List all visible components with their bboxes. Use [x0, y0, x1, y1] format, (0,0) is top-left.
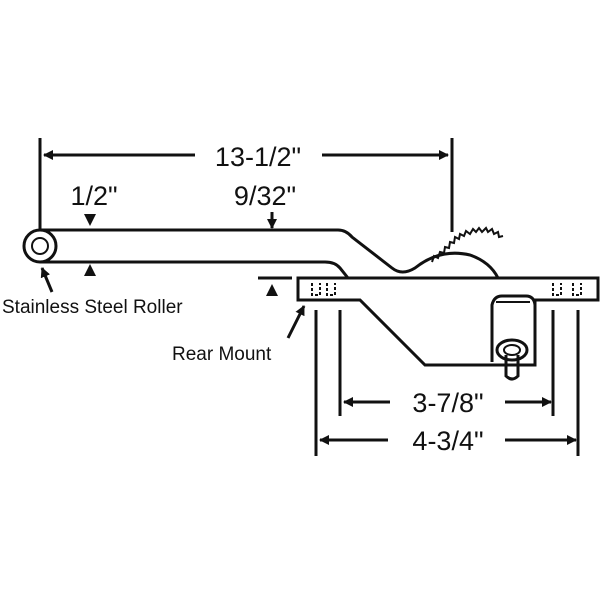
screw-icon — [504, 355, 520, 381]
offset-dimension: 9/32" — [234, 181, 296, 296]
base-plate — [296, 276, 600, 381]
mount-extension-lines — [314, 310, 580, 456]
hole-spacing-label: 3-7/8" — [412, 388, 483, 418]
roller-callout: Stainless Steel Roller — [2, 267, 183, 318]
base-length-label: 4-3/4" — [412, 426, 483, 456]
arm-width-dimension: 1/2" — [70, 181, 118, 276]
hole-spacing-dimension: 3-7/8" — [343, 388, 552, 418]
base-length-dimension: 4-3/4" — [319, 426, 577, 456]
rear-mount-label: Rear Mount — [172, 344, 272, 365]
arm-width-label: 1/2" — [70, 181, 117, 211]
overall-length-dimension: 13-1/2" — [38, 138, 454, 232]
roller-icon — [22, 228, 58, 264]
offset-label: 9/32" — [234, 181, 296, 211]
operator-arm — [22, 226, 504, 279]
rear-mount-callout: Rear Mount — [172, 305, 306, 365]
overall-length-label: 13-1/2" — [215, 142, 301, 172]
roller-label: Stainless Steel Roller — [2, 297, 183, 318]
